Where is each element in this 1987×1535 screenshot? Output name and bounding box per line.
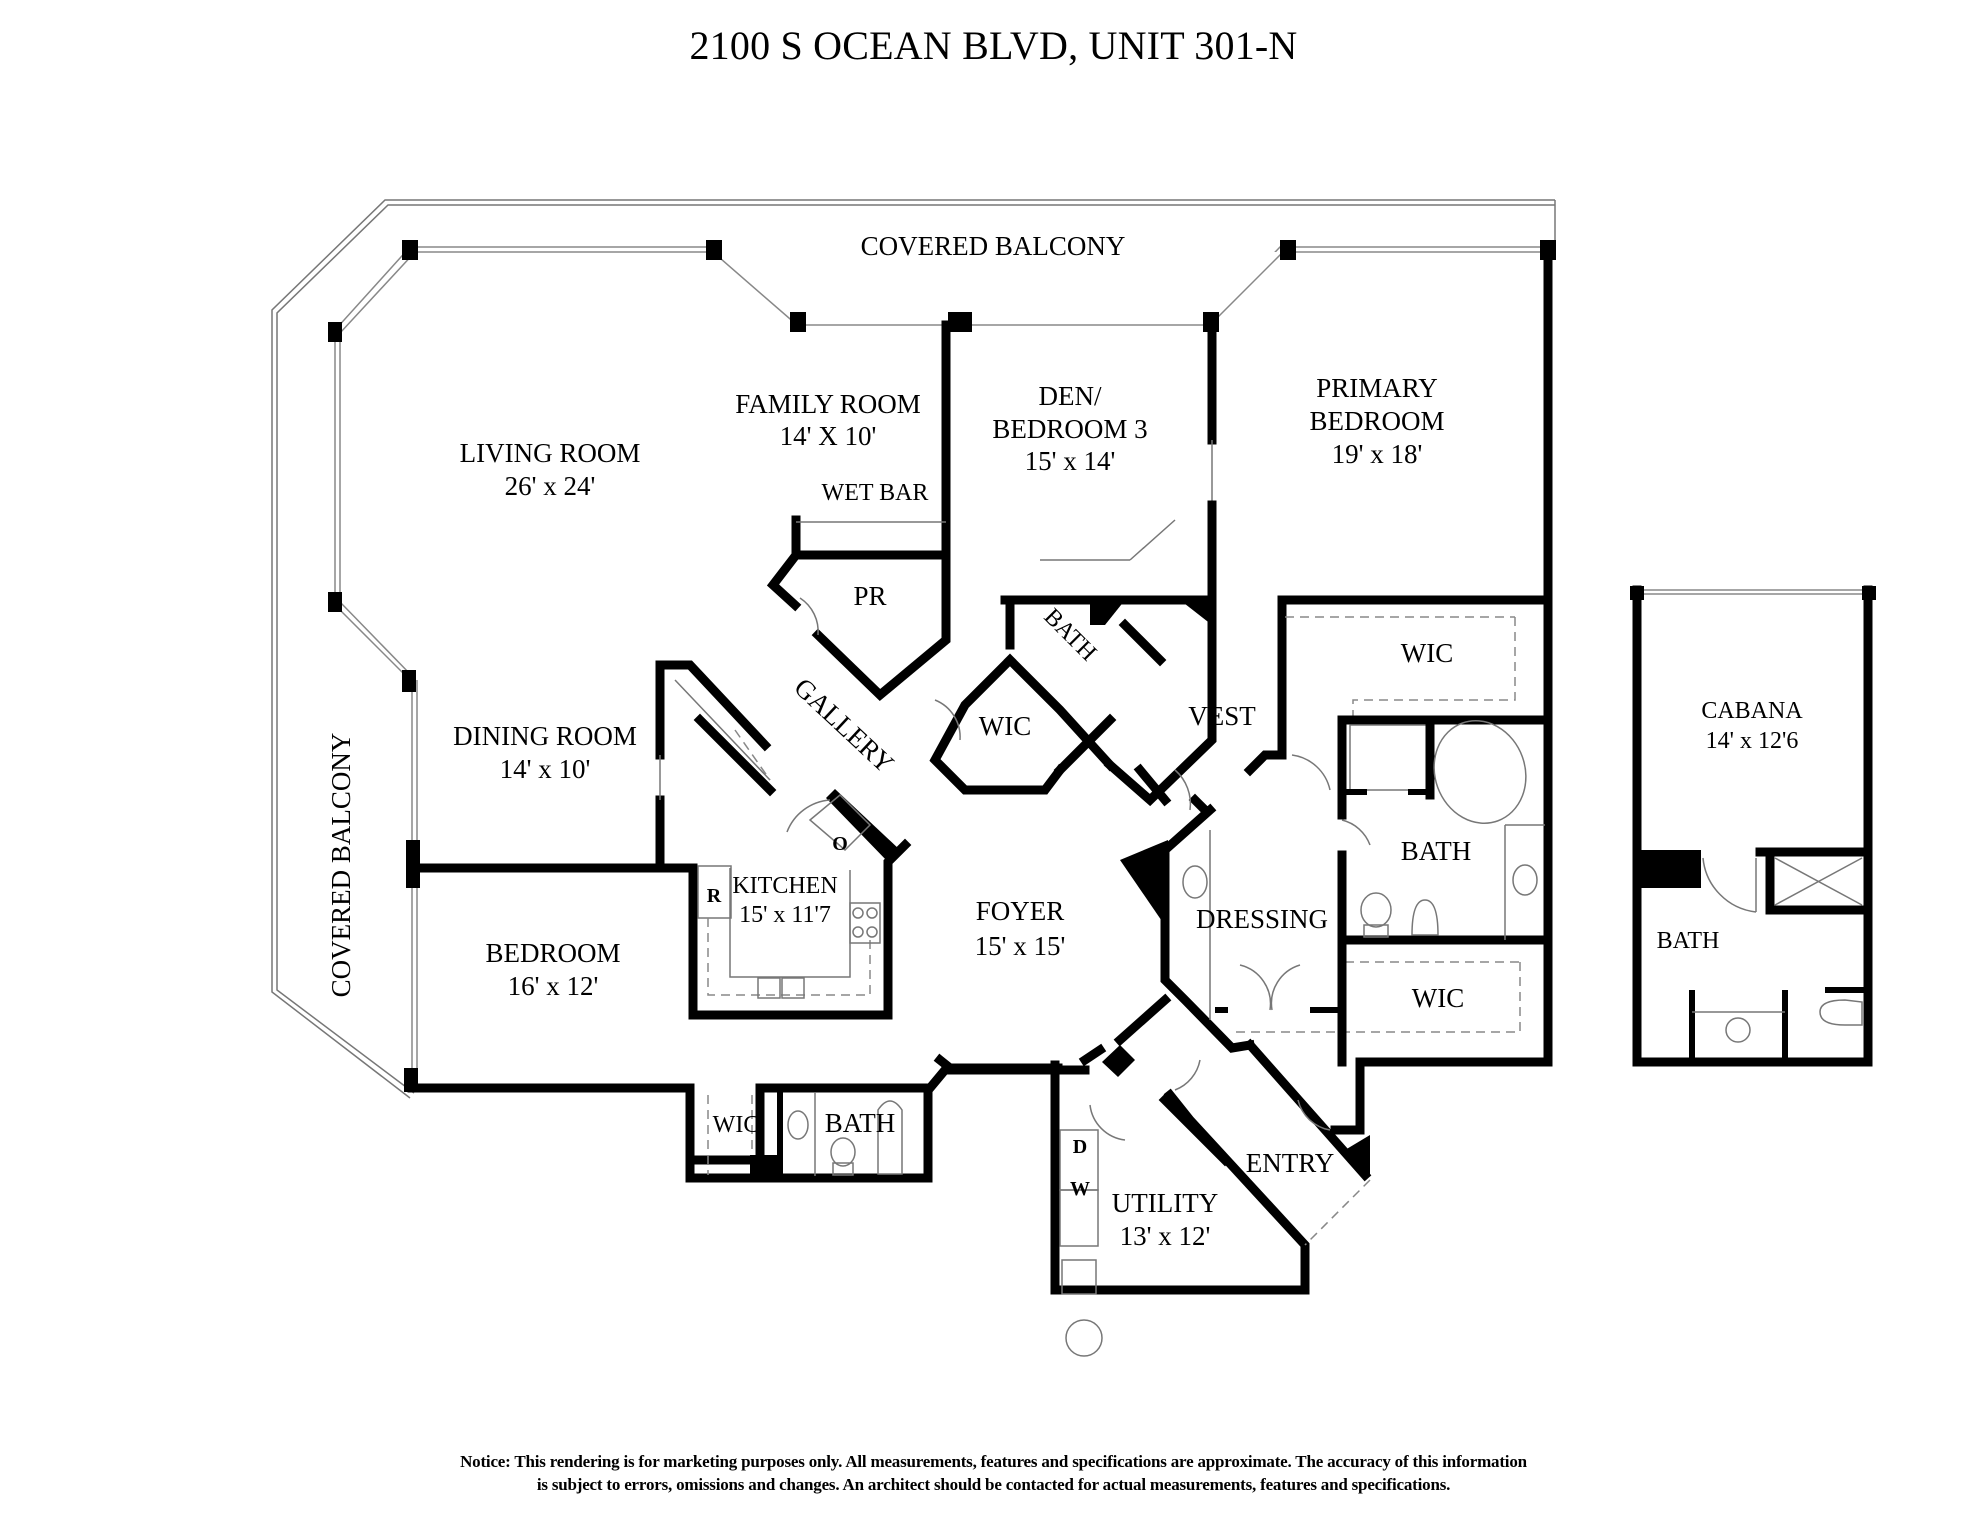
label-oven: O [832, 833, 848, 855]
room-labels: COVERED BALCONY COVERED BALCONY LIVING R… [326, 231, 1803, 1251]
label-covered-balcony-left: COVERED BALCONY [326, 733, 356, 998]
label-primary: PRIMARY [1316, 373, 1438, 403]
disclaimer-notice: Notice: This rendering is for marketing … [0, 1450, 1987, 1496]
label-foyer-size: 15' x 15' [975, 931, 1066, 961]
label-utility-size: 13' x 12' [1120, 1221, 1211, 1251]
label-bedroom-bath: BATH [825, 1108, 896, 1138]
door-swings [786, 597, 1371, 1141]
label-utility: UTILITY [1112, 1188, 1218, 1218]
label-primary-bedroom-size: 19' x 18' [1332, 439, 1423, 469]
label-cabana-size: 14' x 12'6 [1706, 728, 1799, 754]
label-wet-bar: WET BAR [822, 480, 929, 506]
label-entry: ENTRY [1246, 1148, 1335, 1178]
label-washer: W [1070, 1178, 1090, 1200]
label-dressing: DRESSING [1196, 904, 1328, 934]
balcony-outline [271, 199, 1556, 1099]
label-family-room: FAMILY ROOM [735, 389, 921, 419]
label-primary-wic-bottom: WIC [1412, 983, 1464, 1013]
utility-fixtures [1059, 1129, 1103, 1357]
label-vest: VEST [1188, 701, 1256, 731]
label-den-size: 15' x 14' [1025, 446, 1116, 476]
label-covered-balcony-top: COVERED BALCONY [861, 231, 1126, 261]
bedroom-bath-fixtures [707, 1092, 903, 1180]
label-bedroom-size: 16' x 12' [508, 971, 599, 1001]
label-primary-wic-top: WIC [1401, 638, 1453, 668]
label-cabana-bath: BATH [1657, 928, 1720, 954]
label-bedroom-wic: WIC [713, 1112, 760, 1138]
notice-line-1: Notice: This rendering is for marketing … [460, 1452, 1527, 1471]
cabana-plan [1630, 585, 1876, 1067]
label-powder-room: PR [853, 581, 886, 611]
label-den-wic: WIC [979, 711, 1031, 741]
notice-line-2: is subject to errors, omissions and chan… [536, 1475, 1451, 1494]
label-cabana: CABANA [1701, 698, 1803, 724]
label-den: DEN/ [1039, 381, 1102, 411]
interior-walls [411, 320, 1553, 1167]
label-kitchen: KITCHEN [732, 873, 837, 899]
floorplan-title: 2100 S OCEAN BLVD, UNIT 301-N [689, 23, 1298, 68]
label-bedroom: BEDROOM [485, 938, 620, 968]
label-dryer: D [1073, 1136, 1087, 1158]
label-living-room-size: 26' x 24' [505, 471, 596, 501]
label-refrigerator: R [707, 885, 722, 907]
label-den-bedroom3: BEDROOM 3 [992, 414, 1147, 444]
label-dining-room: DINING ROOM [453, 721, 637, 751]
label-primary-bath: BATH [1401, 836, 1472, 866]
label-dining-room-size: 14' x 10' [500, 754, 591, 784]
label-foyer: FOYER [976, 896, 1065, 926]
label-primary-bedroom: BEDROOM [1309, 406, 1444, 436]
label-living-room: LIVING ROOM [460, 438, 641, 468]
label-family-room-size: 14' X 10' [780, 421, 877, 451]
label-kitchen-size: 15' x 11'7 [739, 902, 831, 928]
